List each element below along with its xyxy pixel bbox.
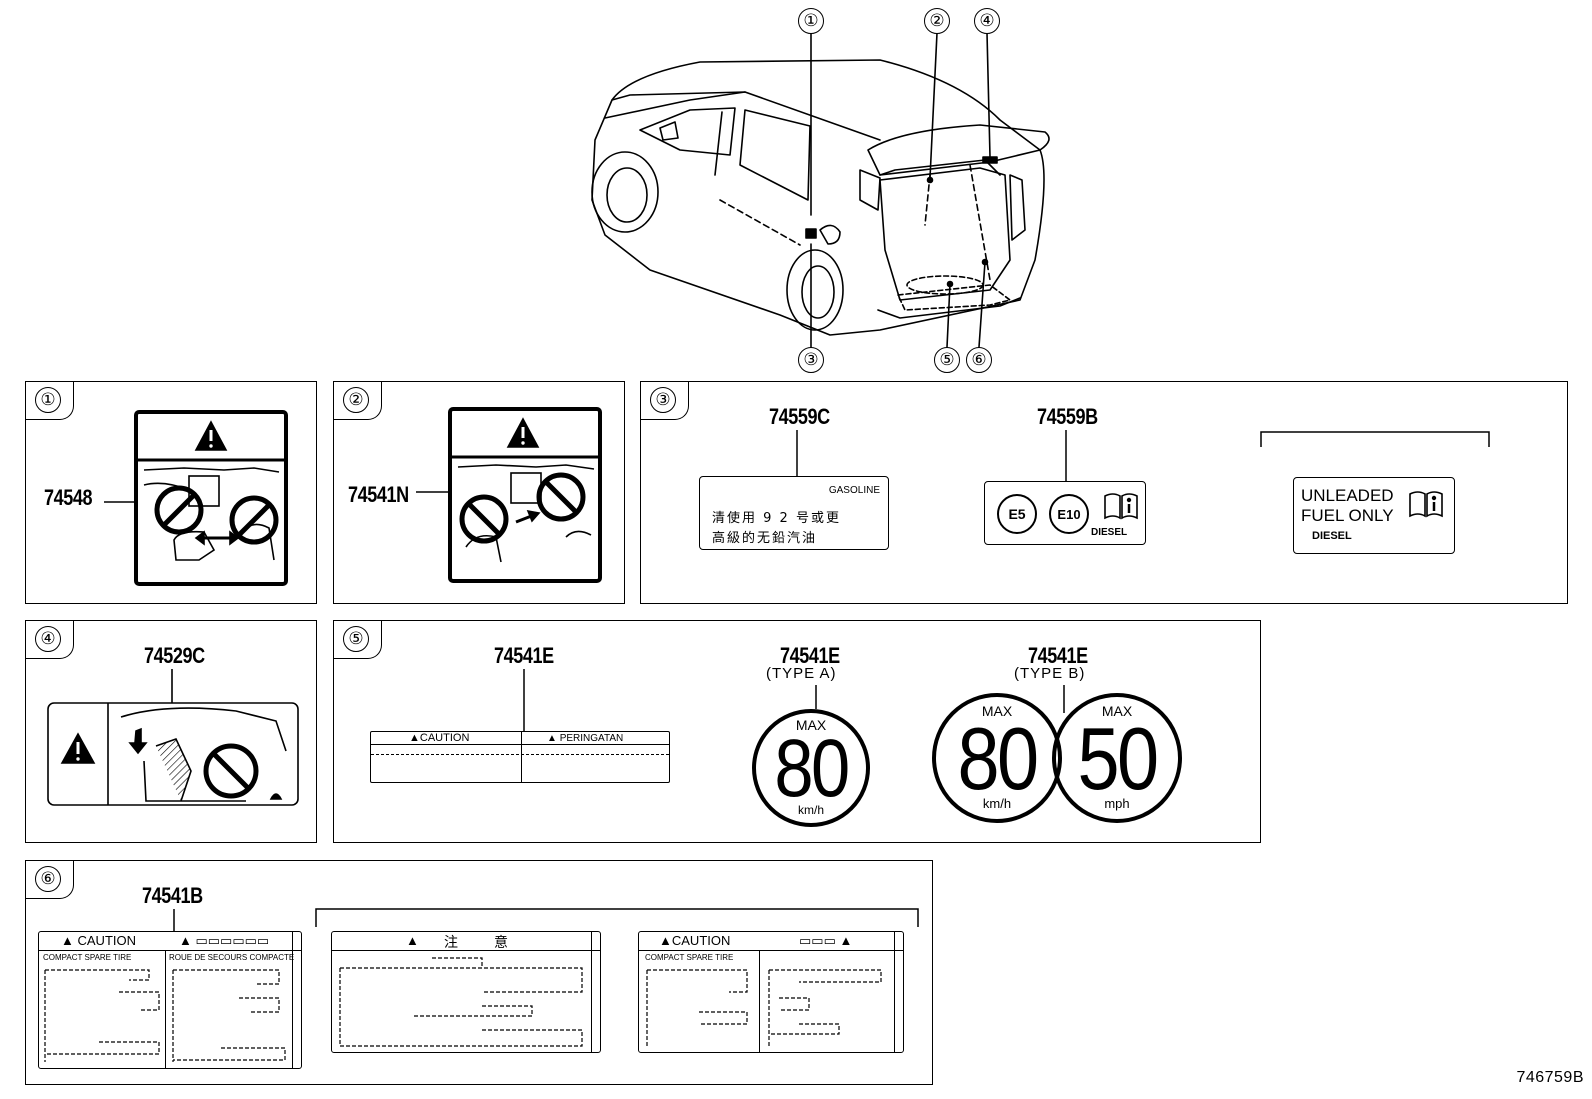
spare-tire-label-1: ▲ CAUTION ▲ ▭▭▭▭▭▭ COMPACT SPARE TIRE RO… xyxy=(38,931,302,1069)
warning-icon: ▲ xyxy=(61,933,74,948)
gasoline-title: GASOLINE xyxy=(828,485,880,496)
manual-icon xyxy=(1104,493,1138,520)
callout-4: ④ xyxy=(974,8,1000,34)
warning-icon: ▲ ▭▭▭▭▭▭ xyxy=(179,933,270,948)
warning-icon: ▲ xyxy=(406,933,419,948)
unit-text: km/h xyxy=(982,796,1012,811)
leader-lines xyxy=(523,669,1065,733)
caution-text: ▲CAUTION xyxy=(409,732,470,744)
callout-1: ① xyxy=(798,8,824,34)
part-number: 74548 xyxy=(44,485,93,510)
part-number: 74541N xyxy=(348,482,409,507)
panel-number: ⑥ xyxy=(35,866,61,892)
callout-3: ③ xyxy=(798,347,824,373)
unleaded-line1: UNLEADED xyxy=(1301,486,1394,505)
callout-2: ② xyxy=(924,8,950,34)
part-number: 74541E xyxy=(1028,643,1088,668)
unit-text: km/h xyxy=(797,803,824,817)
tailgate-warning-label xyxy=(47,669,299,806)
panel-number: ④ xyxy=(35,626,61,652)
speed-value: 50 xyxy=(1077,709,1159,808)
max-text: MAX xyxy=(1101,703,1133,719)
panel-tab: ② xyxy=(334,382,382,420)
unleaded-line2: FUEL ONLY xyxy=(1301,506,1394,525)
panel-4: ④ 74529C xyxy=(25,620,317,843)
panel-number: ③ xyxy=(650,387,676,413)
text-placeholder-lines xyxy=(44,969,286,1062)
warning-icon: ▲ xyxy=(659,933,672,948)
col1-text: COMPACT SPARE TIRE xyxy=(645,953,734,962)
diesel-crossed: DIESEL xyxy=(1312,530,1352,542)
text-placeholder-lines xyxy=(339,957,583,1047)
part-number: 74541B xyxy=(142,883,203,908)
panel-5: ⑤ 74541E ▲CAUTION ▲ PERINGATAN 74541E (T… xyxy=(333,620,1261,843)
type-a-text: (TYPE A) xyxy=(766,665,837,682)
speed-sign-type-b-kmh: MAX 80 km/h xyxy=(932,693,1062,823)
panel-2: ② 74541N xyxy=(333,381,625,604)
spare-tire-label-2: ▲ 注 意 xyxy=(331,931,601,1053)
seat-warning-label-2 xyxy=(416,407,602,583)
max-text: MAX xyxy=(981,703,1013,719)
text-placeholder-lines xyxy=(646,969,882,1046)
panel-tab: ⑤ xyxy=(334,621,382,659)
speed-sign-type-b-mph: MAX 50 mph xyxy=(1052,693,1182,823)
spare-tire-label-3: ▲CAUTION ▭▭▭ ▲ COMPACT SPARE TIRE xyxy=(638,931,904,1053)
title-char-2: 意 xyxy=(494,935,508,951)
diesel-crossed: DIESEL xyxy=(1091,527,1128,538)
e10-badge: E10 xyxy=(1049,494,1089,534)
caution-label: ▲CAUTION ▲ PERINGATAN xyxy=(370,731,670,783)
leader-lines xyxy=(173,908,919,931)
vehicle-illustration xyxy=(591,32,1050,348)
panel-number: ① xyxy=(35,387,61,413)
panel-1: ① 74548 xyxy=(25,381,317,604)
part-number: 74541E xyxy=(494,643,554,668)
panel-tab: ⑥ xyxy=(26,861,74,899)
panel-6: ⑥ 74541B ▲ CAUTION ▲ ▭▭▭▭▭▭ COMPACT SPAR… xyxy=(25,860,933,1085)
part-number: 74529C xyxy=(144,643,205,668)
callout-5: ⑤ xyxy=(934,347,960,373)
warning-icon: ▲ xyxy=(547,733,560,744)
col2-text: ROUE DE SECOURS COMPACTE xyxy=(169,953,295,962)
speed-sign-type-a: MAX 80 km/h xyxy=(752,709,870,827)
caution-text: ▲ CAUTION xyxy=(61,933,136,948)
manual-icon xyxy=(1409,491,1443,518)
title-char-1: 注 xyxy=(444,935,458,951)
unit-text: mph xyxy=(1104,796,1130,811)
peringatan-text: ▲ PERINGATAN xyxy=(547,733,624,744)
speed-value: 80 xyxy=(957,709,1039,808)
panel-tab: ④ xyxy=(26,621,74,659)
col1-text: COMPACT SPARE TIRE xyxy=(43,953,132,962)
figure-id: 746759B xyxy=(1516,1069,1584,1086)
panel-number: ② xyxy=(343,387,369,413)
caution-text: ▲CAUTION xyxy=(659,933,731,948)
gasoline-line2: 高級的无鉛汽油 xyxy=(712,531,818,546)
panel-3: ③ 74559C 74559B GASOLINE 清使用 9 2 号或更 高級的… xyxy=(640,381,1568,604)
part-number: 74559C xyxy=(769,404,830,429)
speed-value: 80 xyxy=(774,723,850,814)
type-b-text: (TYPE B) xyxy=(1014,665,1086,682)
gasoline-label: GASOLINE 清使用 9 2 号或更 高級的无鉛汽油 xyxy=(699,476,889,550)
seat-warning-label xyxy=(104,410,288,586)
e5-badge: E5 xyxy=(997,494,1037,534)
warning-icon: ▲ xyxy=(409,732,420,744)
max-text: MAX xyxy=(795,717,827,733)
warning-icon: ▭▭▭ ▲ xyxy=(799,933,853,948)
gasoline-line1: 清使用 9 2 号或更 xyxy=(712,511,841,526)
ethanol-label: E5 E10 DIESEL xyxy=(984,481,1146,545)
panel-tab: ③ xyxy=(641,382,689,420)
leader-lines xyxy=(796,430,1490,482)
panel-tab: ① xyxy=(26,382,74,420)
callout-6: ⑥ xyxy=(966,347,992,373)
unleaded-label: UNLEADED FUEL ONLY DIESEL xyxy=(1293,477,1455,554)
part-number: 74541E xyxy=(780,643,840,668)
part-number: 74559B xyxy=(1037,404,1098,429)
panel-number: ⑤ xyxy=(343,626,369,652)
